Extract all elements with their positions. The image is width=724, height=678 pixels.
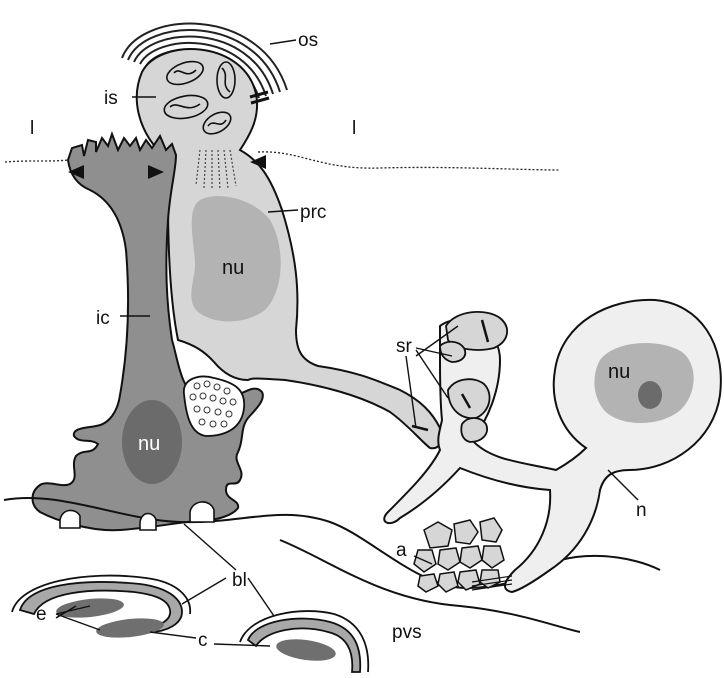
label-os: os — [298, 30, 318, 51]
endothelial-nucleus-1 — [55, 595, 125, 620]
label-prc: prc — [300, 202, 326, 223]
capillary-right — [240, 611, 368, 672]
label-a: a — [396, 540, 407, 561]
endothelial-nucleus-3 — [275, 636, 337, 664]
label-l-right: l — [352, 118, 356, 139]
label-nu-interstitial: nu — [138, 433, 160, 455]
label-c: c — [198, 630, 208, 651]
lumen-boundary-left — [5, 160, 68, 162]
endothelial-nucleus-2 — [95, 615, 165, 640]
label-sr: sr — [396, 336, 413, 357]
label-ic: ic — [96, 308, 110, 329]
label-bl: bl — [232, 570, 247, 591]
label-is: is — [104, 88, 118, 109]
axon-bundle — [414, 518, 504, 592]
label-e: e — [36, 604, 47, 625]
label-nu-neuron: nu — [608, 361, 630, 383]
label-l-left: l — [30, 118, 34, 139]
label-n: n — [636, 500, 647, 521]
label-nu-photoreceptor: nu — [222, 257, 244, 279]
lumen-boundary-right — [258, 152, 560, 170]
neuron-nucleolus — [638, 381, 662, 409]
label-pvs: pvs — [392, 622, 422, 643]
